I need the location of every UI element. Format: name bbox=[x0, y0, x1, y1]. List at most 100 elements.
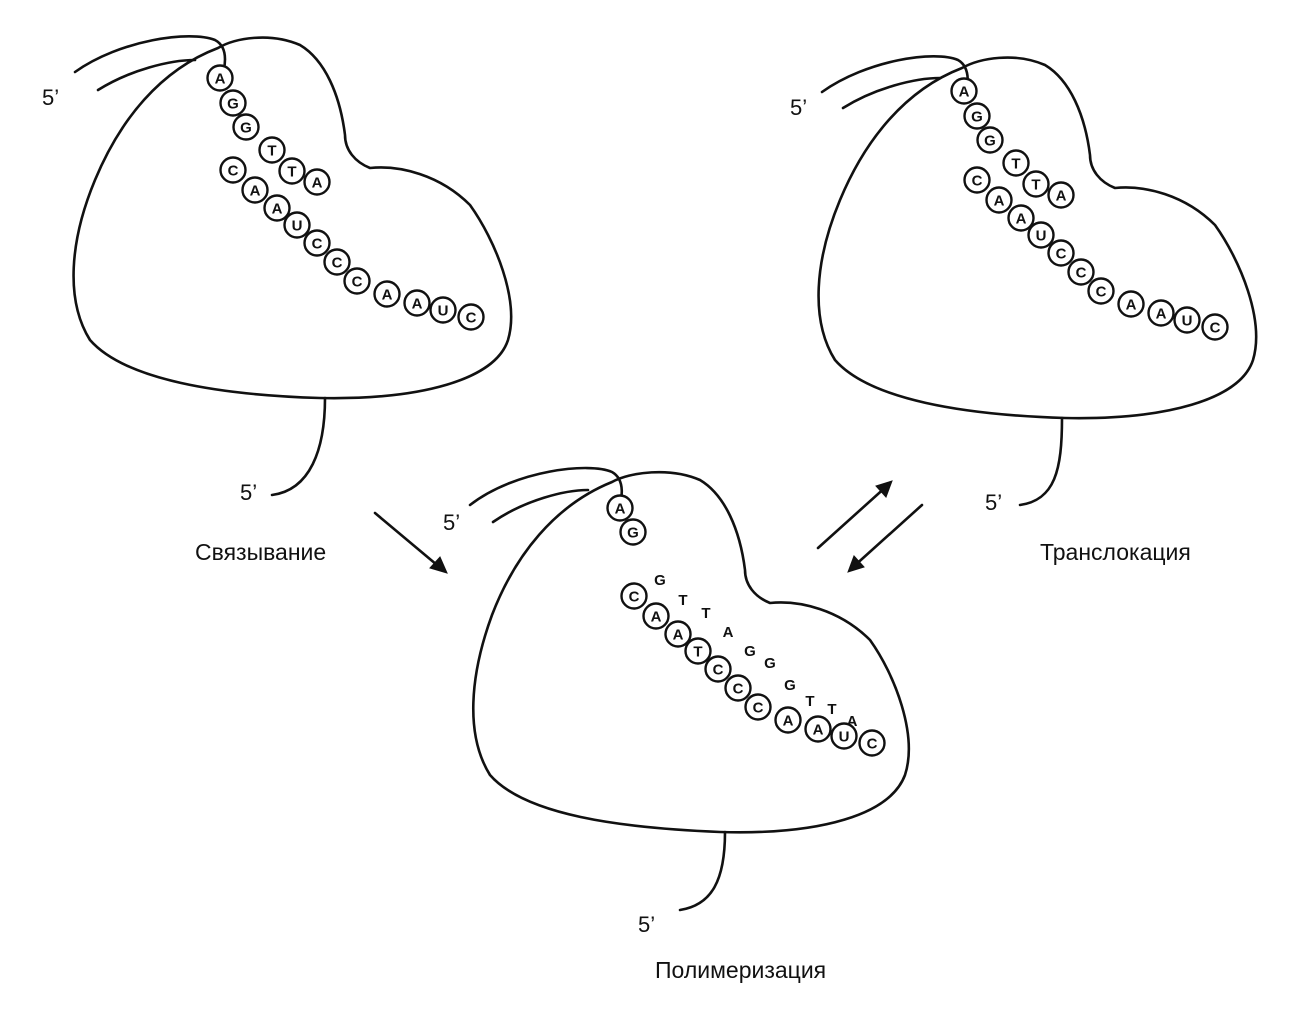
primer-base-5: C bbox=[1067, 258, 1095, 286]
primer-base-7: A bbox=[373, 280, 401, 308]
svg-text:A: A bbox=[272, 201, 283, 218]
exit-strand-translocation bbox=[1018, 416, 1064, 507]
svg-text:T: T bbox=[693, 644, 702, 661]
step-label-polymerization: Полимеризация bbox=[655, 957, 826, 983]
svg-text:A: A bbox=[615, 501, 626, 518]
primer-dna-strand-polymerization bbox=[491, 488, 590, 524]
primer-base-7: A bbox=[1117, 290, 1145, 318]
enzyme-body-polymerization bbox=[472, 470, 910, 834]
template-base-3: T bbox=[258, 136, 286, 164]
svg-text:C: C bbox=[1056, 246, 1067, 263]
svg-text:C: C bbox=[352, 274, 363, 291]
primer-base-2: A bbox=[664, 620, 692, 648]
primer-base-0: C bbox=[219, 156, 247, 184]
svg-text:A: A bbox=[312, 175, 323, 192]
template-rna-strand-binding bbox=[73, 34, 227, 82]
primer-base-4: C bbox=[303, 229, 331, 257]
svg-text:A: A bbox=[1156, 306, 1167, 323]
svg-text:A: A bbox=[651, 609, 662, 626]
svg-text:C: C bbox=[733, 681, 744, 698]
svg-text:A: A bbox=[783, 713, 794, 730]
svg-text:C: C bbox=[753, 700, 764, 717]
template-base-0: A bbox=[950, 77, 978, 105]
template-base-5: A bbox=[303, 168, 331, 196]
primer-base-8: A bbox=[1147, 299, 1175, 327]
primer-base-6: C bbox=[1087, 277, 1115, 305]
primer-base-8: A bbox=[403, 289, 431, 317]
svg-text:T: T bbox=[267, 143, 276, 160]
synthesized-base-6: G bbox=[784, 677, 796, 694]
synthesized-base-1: T bbox=[678, 592, 687, 609]
template-base-2: G bbox=[232, 113, 260, 141]
primer-base-7: A bbox=[774, 706, 802, 734]
primer-base-8: A bbox=[804, 715, 832, 743]
synthesized-base-9: A bbox=[847, 713, 858, 730]
synthesized-base-7: T bbox=[805, 693, 814, 710]
synthesized-base-8: T bbox=[827, 701, 836, 718]
primer-base-10: C bbox=[1201, 313, 1229, 341]
svg-text:A: A bbox=[994, 193, 1005, 210]
synthesized-base-2: T bbox=[701, 605, 710, 622]
svg-text:U: U bbox=[839, 729, 850, 746]
five-prime-label-binding-bottom: 5’ bbox=[240, 480, 257, 505]
five-prime-label-polymerization-top: 5’ bbox=[443, 510, 460, 535]
five-prime-label-translocation-top: 5’ bbox=[790, 95, 807, 120]
primer-dna-strand-translocation bbox=[841, 76, 942, 110]
svg-text:G: G bbox=[971, 109, 983, 126]
svg-text:G: G bbox=[240, 120, 252, 137]
svg-text:A: A bbox=[959, 84, 970, 101]
svg-text:C: C bbox=[312, 236, 323, 253]
primer-base-9: U bbox=[830, 722, 858, 750]
synthesized-base-3: A bbox=[723, 624, 734, 641]
primer-base-4: C bbox=[704, 655, 732, 683]
svg-text:A: A bbox=[813, 722, 824, 739]
svg-text:C: C bbox=[972, 173, 983, 190]
template-base-1: G bbox=[963, 102, 991, 130]
template-base-1: G bbox=[219, 89, 247, 117]
five-prime-label-translocation-bottom: 5’ bbox=[985, 490, 1002, 515]
primer-base-1: A bbox=[642, 602, 670, 630]
svg-text:T: T bbox=[287, 164, 296, 181]
template-base-1: G bbox=[619, 518, 647, 546]
primer-base-4: C bbox=[1047, 239, 1075, 267]
step-label-binding: Связывание bbox=[195, 539, 326, 565]
svg-text:A: A bbox=[250, 183, 261, 200]
svg-text:C: C bbox=[228, 163, 239, 180]
primer-base-3: U bbox=[1027, 221, 1055, 249]
svg-text:A: A bbox=[1126, 297, 1137, 314]
primer-base-9: U bbox=[1173, 306, 1201, 334]
step-label-translocation: Транслокация bbox=[1040, 539, 1191, 565]
svg-text:T: T bbox=[1011, 156, 1020, 173]
svg-text:U: U bbox=[438, 303, 449, 320]
primer-base-0: C bbox=[620, 582, 648, 610]
synthesized-base-4: G bbox=[744, 643, 756, 660]
svg-text:C: C bbox=[629, 589, 640, 606]
svg-text:U: U bbox=[1036, 228, 1047, 245]
arrow-binding-to-polymerization bbox=[373, 511, 448, 574]
primer-base-1: A bbox=[985, 186, 1013, 214]
template-base-3: T bbox=[1002, 149, 1030, 177]
primer-base-2: A bbox=[1007, 204, 1035, 232]
svg-text:G: G bbox=[984, 133, 996, 150]
exit-strand-polymerization bbox=[678, 830, 727, 912]
template-rna-strand-translocation bbox=[820, 54, 970, 102]
primer-base-5: C bbox=[724, 674, 752, 702]
enzyme-body-binding bbox=[72, 36, 513, 400]
template-base-4: T bbox=[278, 157, 306, 185]
primer-base-6: C bbox=[744, 693, 772, 721]
svg-text:C: C bbox=[1210, 320, 1221, 337]
template-base-2: G bbox=[976, 126, 1004, 154]
svg-text:C: C bbox=[332, 255, 343, 272]
primer-base-0: C bbox=[963, 166, 991, 194]
svg-text:A: A bbox=[382, 287, 393, 304]
template-base-4: T bbox=[1022, 170, 1050, 198]
svg-text:A: A bbox=[1016, 211, 1027, 228]
svg-text:G: G bbox=[627, 525, 639, 542]
svg-text:U: U bbox=[1182, 313, 1193, 330]
template-base-5: A bbox=[1047, 181, 1075, 209]
